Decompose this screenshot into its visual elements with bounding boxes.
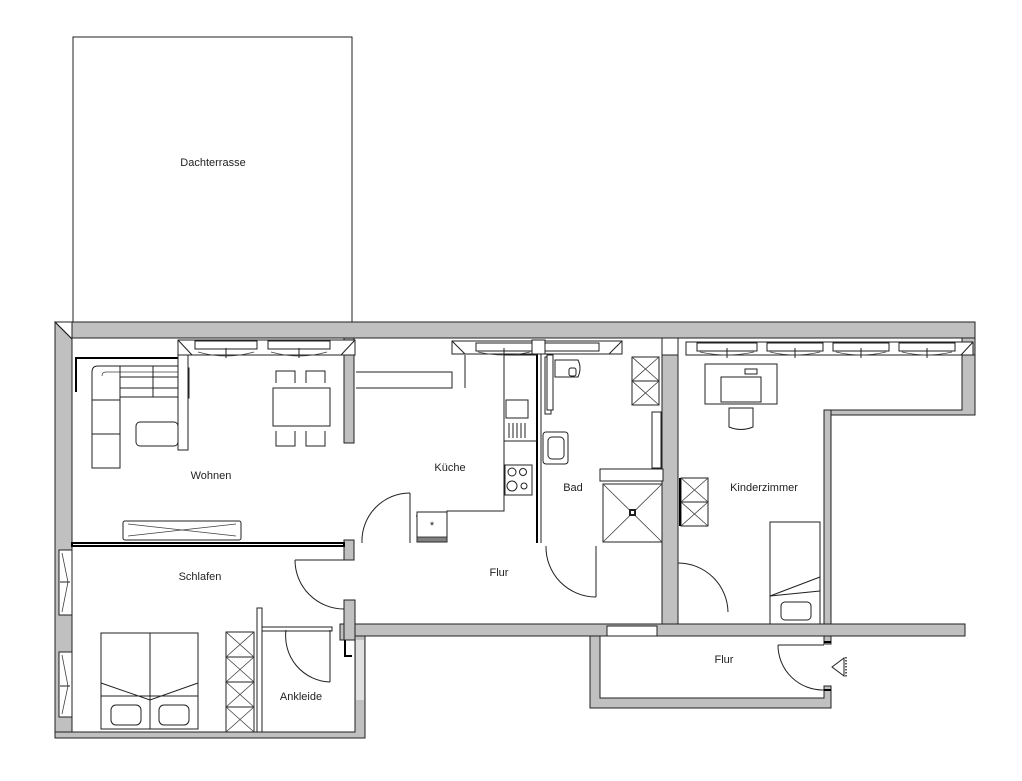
label-flur-entrance: Flur <box>715 654 734 666</box>
shower-screen <box>599 468 664 482</box>
furniture-kinderzimmer <box>679 363 821 625</box>
interior-walls <box>71 337 966 733</box>
door-entrance <box>777 644 825 691</box>
label-kueche: Küche <box>434 462 465 474</box>
door-ankleide <box>285 629 331 683</box>
desk-chair <box>728 407 754 430</box>
dining-chair <box>275 370 296 383</box>
label-dachterrasse: Dachterrasse <box>180 157 245 169</box>
tv-sideboard <box>122 520 242 541</box>
label-schlafen: Schlafen <box>179 571 222 583</box>
armchair <box>135 421 179 447</box>
entrance-arrow-icon <box>831 657 847 677</box>
furniture-schlafen <box>100 631 255 733</box>
label-bad: Bad <box>563 482 583 494</box>
furniture-bad <box>542 354 664 543</box>
door-schlafen <box>294 559 345 610</box>
furniture-wohnen <box>75 354 331 541</box>
roof-terrace <box>72 36 353 322</box>
kitchen-drainer <box>508 423 526 438</box>
doors <box>285 492 825 691</box>
door-bad <box>545 545 597 598</box>
room-labels: Dachterrasse Wohnen Küche Bad Kinderzimm… <box>179 157 799 703</box>
window-kueche-bad <box>451 339 623 358</box>
door-kinderzimmer <box>677 562 729 613</box>
label-wohnen: Wohnen <box>191 470 232 482</box>
label-flur-main: Flur <box>490 567 509 579</box>
door-kueche <box>361 492 411 544</box>
windows <box>58 339 974 718</box>
dining-chair <box>275 431 296 447</box>
window-schlafen <box>58 549 73 718</box>
dining-table <box>272 387 331 427</box>
label-kinderzimmer: Kinderzimmer <box>730 482 798 494</box>
window-kinderzimmer <box>685 341 974 358</box>
dining-chair <box>305 431 326 447</box>
window-wohnen <box>177 339 356 358</box>
corner-sofa <box>91 365 189 469</box>
kitchen-sink <box>505 399 529 419</box>
label-ankleide: Ankleide <box>280 691 322 703</box>
dining-chair <box>305 370 326 383</box>
furniture-kueche: * <box>356 354 537 543</box>
svg-text:*: * <box>430 520 435 532</box>
entrance-hall-walls <box>589 635 832 709</box>
